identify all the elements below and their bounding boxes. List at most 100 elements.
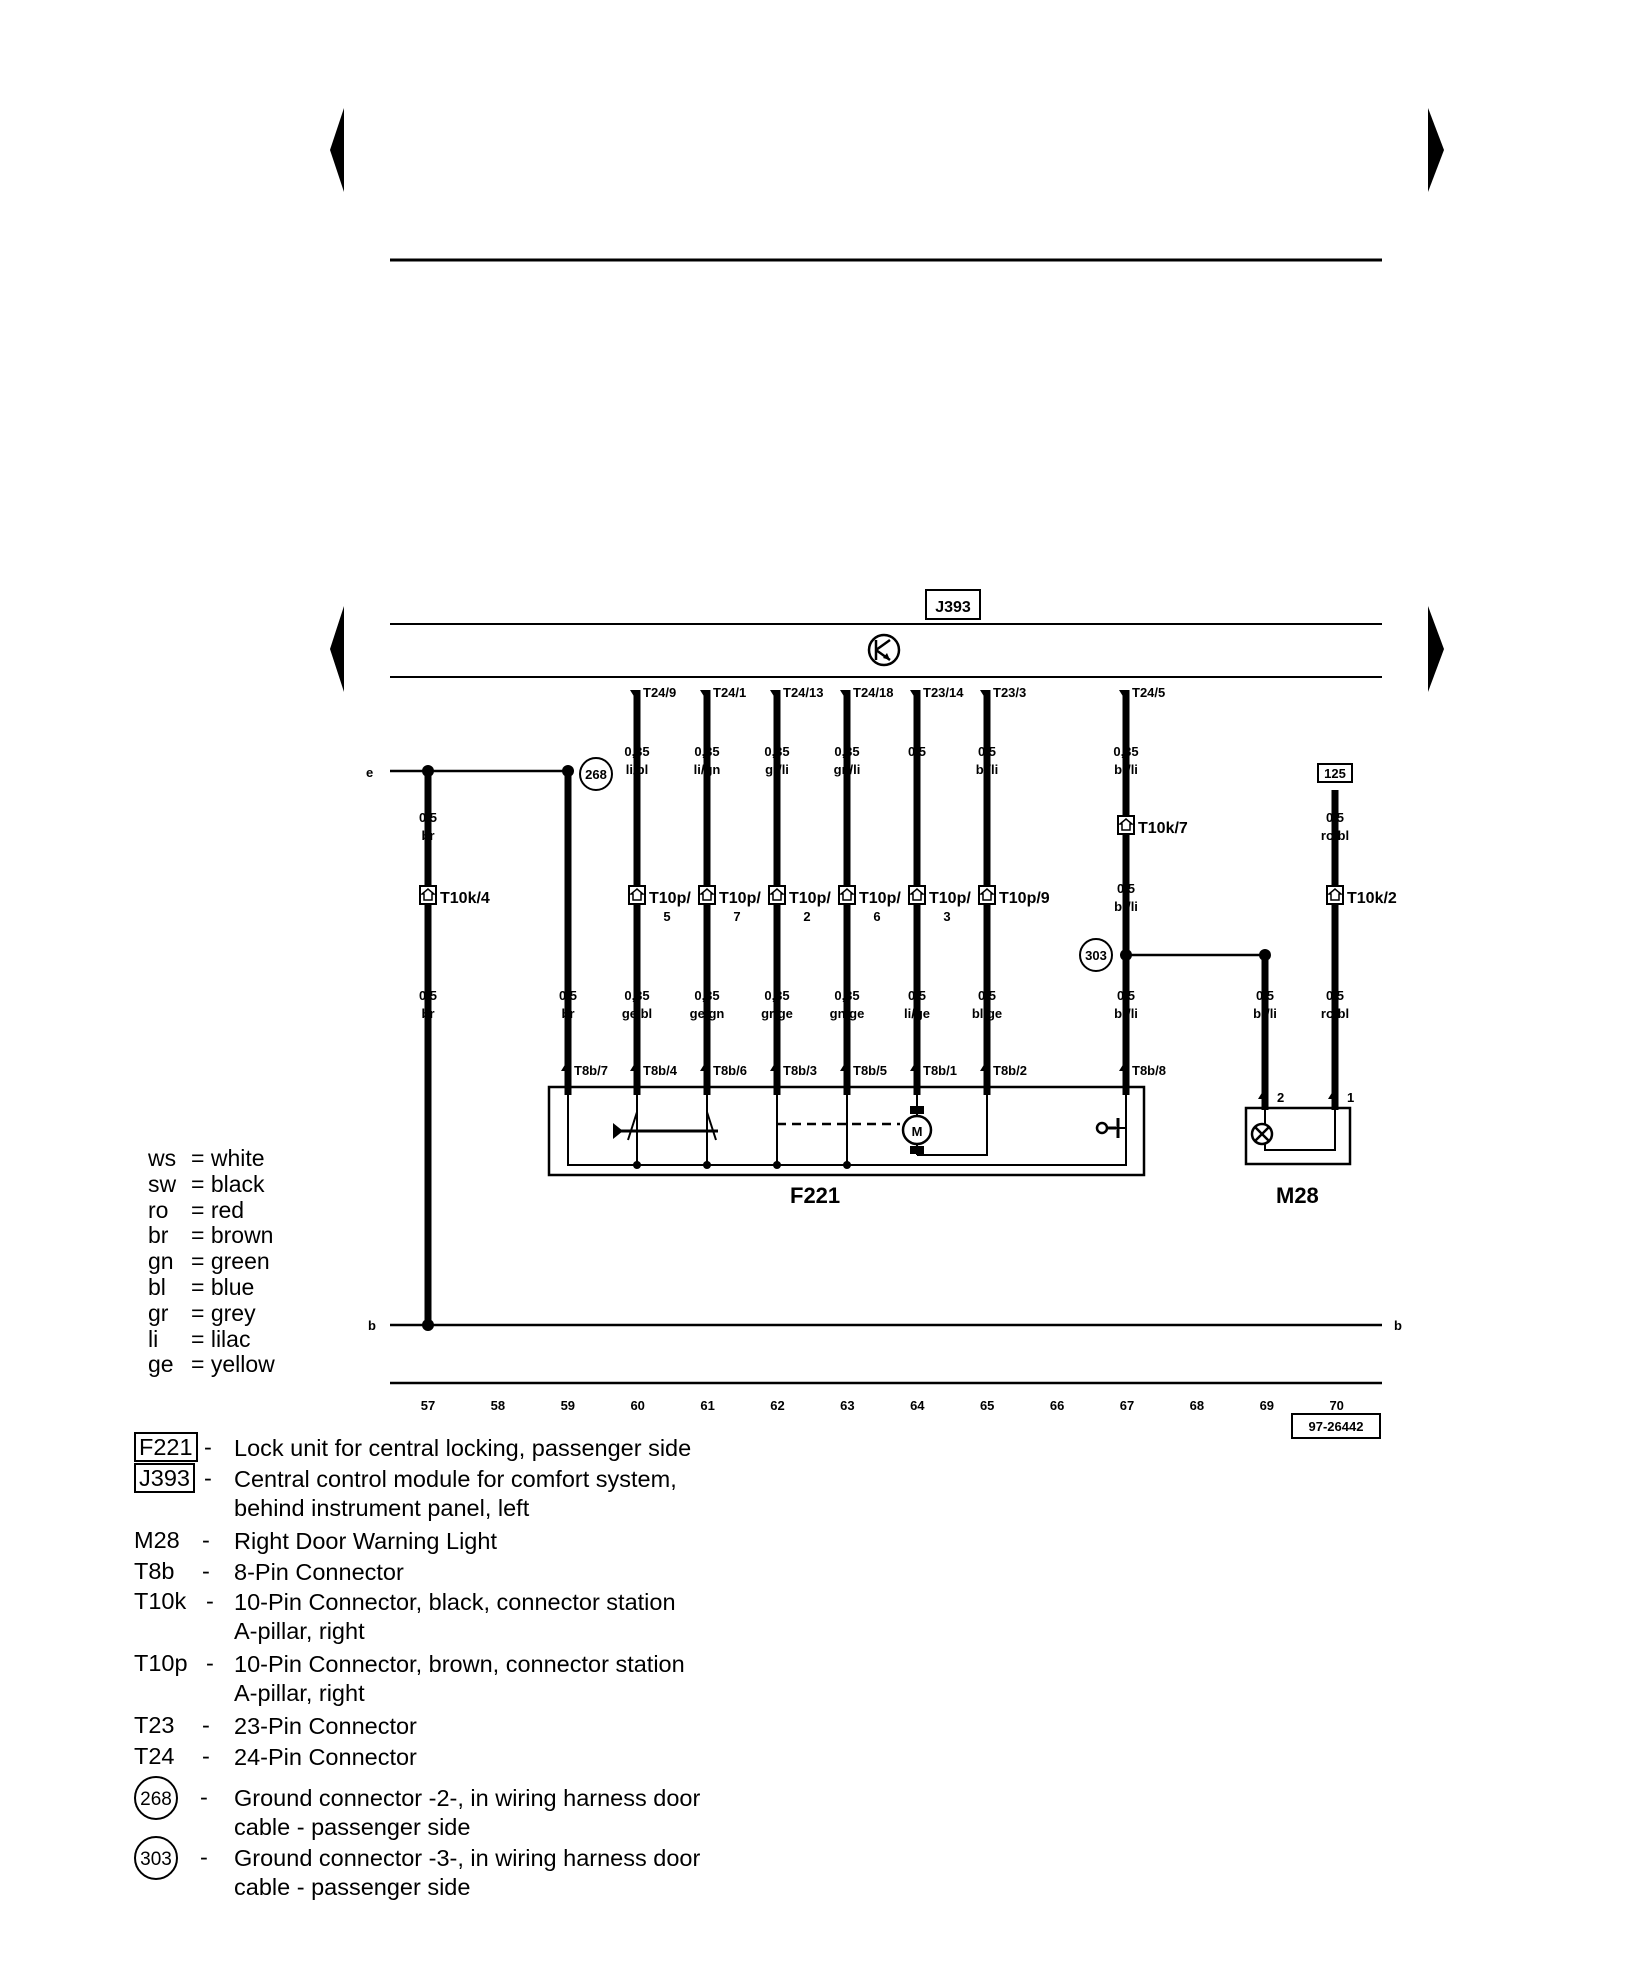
track-number: 67: [1120, 1398, 1134, 1413]
legend-name: grey: [210, 1299, 256, 1326]
legend-name: black: [210, 1170, 265, 1197]
wire-size-label: 0,35: [834, 744, 859, 759]
connector-arrow-icon: [698, 888, 716, 901]
key-code-circled: 268: [134, 1776, 178, 1820]
key-description: 24-Pin Connector: [234, 1743, 417, 1772]
pin-arrow-up: [980, 1063, 990, 1071]
key-separator: -: [202, 1743, 210, 1769]
top-pin-label: T24/1: [713, 685, 746, 700]
t8b-pin-label: T8b/3: [783, 1063, 817, 1078]
key-description-line: Ground connector -3-, in wiring harness …: [234, 1845, 701, 1871]
legend-name: green: [210, 1248, 270, 1275]
wire-color-label: ro/bl: [1321, 828, 1349, 843]
wire-color-label: br: [422, 1006, 435, 1021]
wire-size-label: 0,35: [1113, 744, 1138, 759]
connector-t10p-pin: 7: [733, 909, 740, 924]
pin-arrow-down: [840, 690, 850, 698]
legend-row: sw= black: [148, 1170, 275, 1198]
key-separator: -: [206, 1588, 214, 1614]
t8b-pin-label: T8b/2: [993, 1063, 1027, 1078]
rail-e-label: e: [366, 765, 373, 780]
junction-dots: [422, 765, 1271, 1331]
wire-color-label: br/li: [1114, 899, 1138, 914]
wire-size-label: 0,5: [419, 988, 437, 1003]
wire-size-label: 0,5: [978, 744, 996, 759]
wire-color-label: bl/li: [976, 762, 998, 777]
legend-row: br= brown: [148, 1222, 275, 1249]
wire-size-label: 0,35: [694, 744, 719, 759]
wire-color-label: li/bl: [626, 762, 648, 777]
ground-268-label: 268: [585, 767, 607, 782]
legend-equals: =: [191, 1196, 211, 1223]
key-description-line: 10-Pin Connector, brown, connector stati…: [234, 1651, 685, 1677]
connector-t10p-pin: 5: [663, 909, 670, 924]
legend-row: ws= white: [148, 1145, 275, 1172]
wire-size-label: 0,5: [1326, 988, 1344, 1003]
legend-name: lilac: [210, 1325, 251, 1352]
key-code: T8b: [134, 1558, 175, 1584]
prev-page-arrow-bottom[interactable]: [330, 606, 344, 692]
rail-b-label-right: b: [1394, 1318, 1402, 1333]
wire-color-label: gr/li: [765, 762, 789, 777]
key-code: M28: [134, 1527, 180, 1553]
m28-inner-wiring: [1264, 1110, 1336, 1151]
key-description: Ground connector -2-, in wiring harness …: [234, 1784, 700, 1842]
next-page-arrow-top[interactable]: [1428, 108, 1444, 192]
pin-arrow-up: [700, 1063, 710, 1071]
ground-303-label: 303: [1085, 948, 1107, 963]
key-description: Lock unit for central locking, passenger…: [234, 1434, 691, 1463]
image-ref-label: 97-26442: [1309, 1419, 1364, 1434]
track-number: 62: [770, 1398, 784, 1413]
legend-code: gn: [148, 1248, 174, 1275]
legend-equals: =: [191, 1170, 211, 1197]
legend-code: li: [148, 1325, 159, 1352]
key-description-line: cable - passenger side: [234, 1874, 471, 1900]
next-page-arrow-bottom[interactable]: [1428, 606, 1444, 692]
key-description-line: Lock unit for central locking, passenger…: [234, 1435, 692, 1461]
wire-size-label: 0,5: [559, 988, 577, 1003]
prev-page-arrow-top[interactable]: [330, 108, 344, 192]
track-number: 58: [491, 1398, 505, 1413]
pin-arrow-down: [630, 690, 640, 698]
image-ref-box: [1291, 1413, 1381, 1439]
legend-code: ge: [148, 1351, 174, 1378]
key-code-boxed: F221: [134, 1432, 198, 1462]
legend-equals: =: [191, 1222, 211, 1249]
pin-arrow-down: [1119, 690, 1129, 698]
legend-equals: =: [191, 1351, 211, 1378]
top-pin-label: T23/14: [923, 685, 964, 700]
key-code: 303: [134, 1836, 178, 1880]
key-description: 23-Pin Connector: [234, 1712, 417, 1741]
wire-size-label: 0,5: [908, 988, 926, 1003]
key-description: Right Door Warning Light: [234, 1527, 497, 1556]
t8b-pin-label: T8b/8: [1132, 1063, 1166, 1078]
track-number: 70: [1329, 1398, 1343, 1413]
track-number: 65: [980, 1398, 994, 1413]
track-number: 59: [561, 1398, 575, 1413]
rail-b-label-left: b: [368, 1318, 376, 1333]
key-separator: -: [204, 1434, 212, 1460]
key-description-line: Ground connector -2-, in wiring harness …: [234, 1785, 701, 1811]
ref-125-label: 125: [1324, 766, 1346, 781]
wire-size-label: 0,35: [834, 988, 859, 1003]
wire-size-label: 0,5: [1117, 988, 1135, 1003]
legend-code: ws: [148, 1145, 177, 1171]
legend-name: white: [210, 1145, 265, 1171]
connector-arrow-icon: [1117, 818, 1135, 831]
key-description-line: 8-Pin Connector: [234, 1559, 404, 1585]
pin-arrow-up: [840, 1063, 850, 1071]
m28-box: [1244, 1106, 1352, 1166]
t8b-pin-label: T8b/6: [713, 1063, 747, 1078]
wire-color-label: ge/gn: [690, 1006, 725, 1021]
key-code: F221: [134, 1432, 198, 1462]
wire-color-label: bl/ge: [972, 1006, 1002, 1021]
ref-125-box: [1317, 763, 1353, 783]
f221-label: F221: [790, 1183, 840, 1208]
key-separator: -: [200, 1844, 208, 1870]
track-number: 61: [700, 1398, 714, 1413]
m28-pin-label: 1: [1347, 1090, 1354, 1105]
connector-arrow-icon: [978, 888, 996, 901]
wire-size-label: 0,35: [624, 744, 649, 759]
connector-t10k2-label: T10k/2: [1347, 890, 1397, 907]
